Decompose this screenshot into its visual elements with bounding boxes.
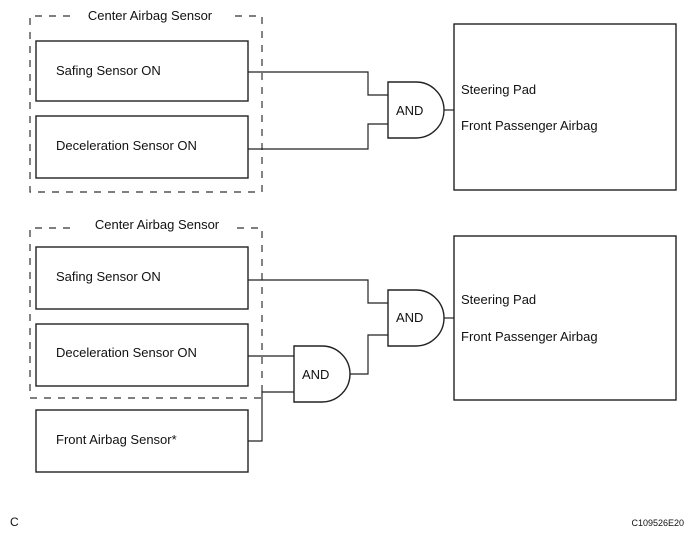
bottom-and-gate-1-label: AND: [302, 367, 329, 382]
bottom-deceleration-sensor-box: [35, 323, 249, 387]
top-deceleration-sensor-box: [35, 115, 249, 179]
top-output-steering-pad: Steering Pad: [461, 82, 536, 97]
top-decel-wire: [248, 123, 388, 150]
top-output-box: [453, 23, 677, 191]
corner-letter: C: [10, 515, 19, 529]
top-diagram: Center Airbag Sensor Safing Sensor ON De…: [29, 8, 677, 193]
bottom-and-gate-1: [293, 345, 351, 403]
bottom-diagram: Center Airbag Sensor Safing Sensor ON De…: [29, 217, 677, 473]
top-and-gate-label: AND: [396, 103, 423, 118]
front-airbag-sensor-wire: [248, 391, 294, 442]
front-airbag-sensor-label: Front Airbag Sensor*: [56, 432, 177, 447]
top-safing-sensor-box: [35, 40, 249, 102]
top-deceleration-sensor-label: Deceleration Sensor ON: [56, 138, 197, 153]
top-center-airbag-sensor-group: [29, 15, 263, 193]
figure-code: C109526E20: [631, 518, 684, 528]
top-safing-sensor-label: Safing Sensor ON: [56, 63, 161, 78]
bottom-group-label: Center Airbag Sensor: [95, 217, 220, 232]
bottom-output-front-passenger-airbag: Front Passenger Airbag: [461, 329, 598, 344]
top-group-label: Center Airbag Sensor: [88, 8, 213, 23]
bottom-safing-sensor-box: [35, 246, 249, 310]
bottom-and-gate-2-label: AND: [396, 310, 423, 325]
front-airbag-sensor-box: [35, 409, 249, 473]
bottom-safing-wire: [248, 279, 388, 304]
bottom-deceleration-sensor-label: Deceleration Sensor ON: [56, 345, 197, 360]
bottom-center-airbag-sensor-group: [29, 227, 263, 399]
top-safing-wire: [248, 71, 388, 96]
bottom-and-gate-2: [387, 289, 445, 347]
bottom-safing-sensor-label: Safing Sensor ON: [56, 269, 161, 284]
top-and-gate: [387, 81, 445, 139]
top-output-front-passenger-airbag: Front Passenger Airbag: [461, 118, 598, 133]
gate1-to-gate2-wire: [350, 334, 388, 375]
bottom-output-box: [453, 235, 677, 401]
bottom-output-steering-pad: Steering Pad: [461, 292, 536, 307]
